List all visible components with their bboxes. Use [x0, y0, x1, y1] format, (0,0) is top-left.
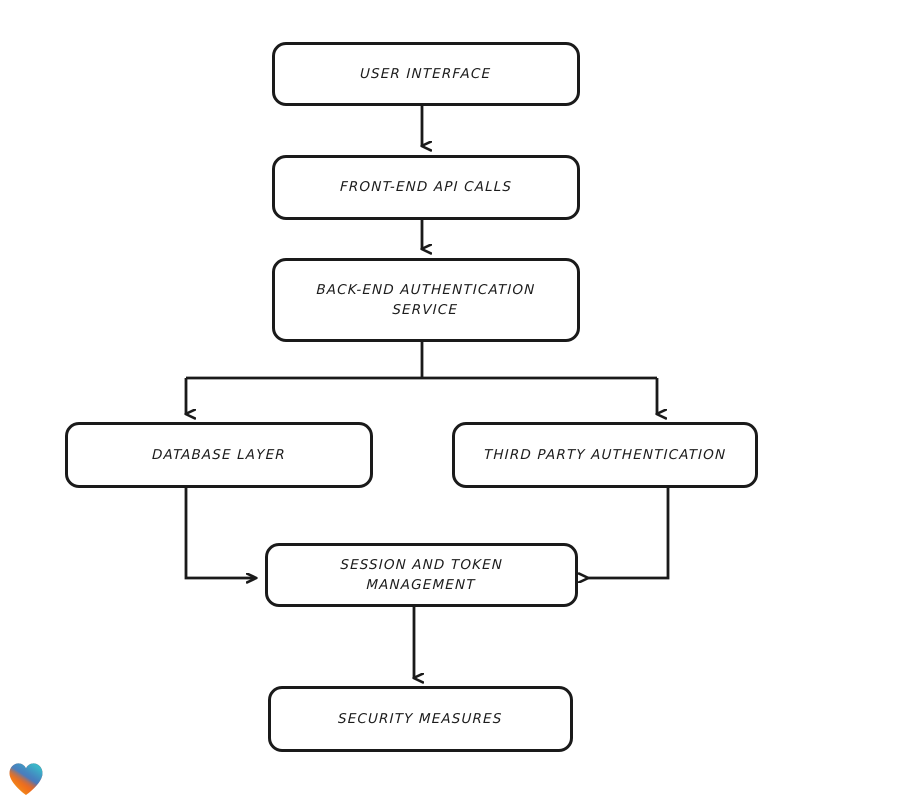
node-label-front-end-api-calls: Front-End API Calls — [339, 179, 513, 196]
node-security-measures[interactable]: Security Measures — [268, 686, 573, 752]
node-database-layer[interactable]: Database Layer — [65, 422, 373, 488]
node-label-database-layer: Database Layer — [151, 446, 287, 463]
node-label-session-and-token-management: Session and Token Management — [340, 556, 504, 593]
node-label-back-end-authentication-service: Back-End Authentication Service — [316, 281, 537, 318]
node-third-party-authentication[interactable]: Third Party Authentication — [452, 422, 758, 488]
heart-icon — [9, 763, 43, 795]
node-label-user-interface: User Interface — [360, 65, 492, 82]
edge-thirdparty-to-session — [588, 488, 670, 578]
edge-database-to-session — [184, 488, 256, 578]
node-label-security-measures: Security Measures — [337, 710, 504, 727]
node-label-third-party-authentication: Third Party Authentication — [483, 446, 727, 463]
node-user-interface[interactable]: User Interface — [272, 42, 580, 106]
node-front-end-api-calls[interactable]: Front-End API Calls — [272, 155, 580, 220]
node-session-and-token-management[interactable]: Session and Token Management — [265, 543, 578, 607]
node-back-end-authentication-service[interactable]: Back-End Authentication Service — [272, 258, 580, 342]
